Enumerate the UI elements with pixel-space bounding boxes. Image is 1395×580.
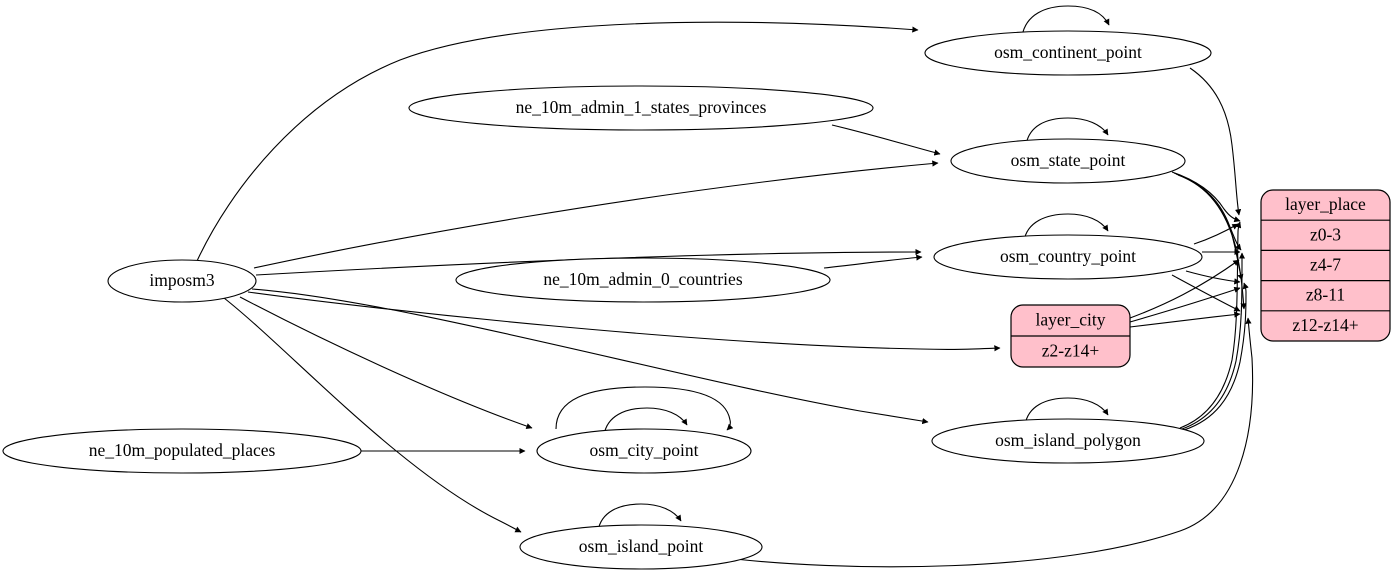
record-row-layer_place_z4[interactable]: z4-7 xyxy=(1310,255,1341,275)
edge-osm_continent_point-self-loop xyxy=(1021,5,1110,37)
node-label-osm_island_polygon: osm_island_polygon xyxy=(995,430,1141,450)
record-layer_place[interactable]: layer_place z0-3 z4-7 z8-11 z12-z14+ xyxy=(1260,189,1391,342)
edge-imposm3-to-osm_state_point xyxy=(253,160,939,269)
edge-imposm3-to-osm_island_point xyxy=(223,297,522,533)
node-label-osm_country_point: osm_country_point xyxy=(1000,246,1136,266)
node-osm_island_point[interactable]: osm_island_point xyxy=(519,524,763,570)
node-label-osm_state_point: osm_state_point xyxy=(1011,150,1126,170)
edge-osm_country_point-self-loop xyxy=(1023,213,1109,242)
record-layer_city[interactable]: layer_city z2-z14+ xyxy=(1010,304,1131,368)
node-shape-imposm3 xyxy=(107,259,257,303)
edge-osm_island_polygon-self-loop xyxy=(1024,397,1109,426)
node-osm_continent_point[interactable]: osm_continent_point xyxy=(924,30,1212,76)
node-shape-osm_continent_point xyxy=(924,30,1212,76)
node-shape-ne_countries xyxy=(455,257,831,303)
edge-osm_state_point-self-loop xyxy=(1025,117,1109,146)
node-ne_states[interactable]: ne_10m_admin_1_states_provinces xyxy=(408,85,874,131)
node-shape-osm_island_point xyxy=(519,524,763,570)
records-layer: layer_city z2-z14+ layer_place z0-3 z4-7 z8-1… xyxy=(1010,189,1391,368)
edge-osm_island_polygon-to-layer_place_z0 xyxy=(1179,221,1242,429)
edge-osm_city_point-self-loop xyxy=(555,386,734,431)
edge-layer_city-to-layer_place_z12 xyxy=(1129,311,1241,328)
node-label-imposm3: imposm3 xyxy=(149,270,214,290)
edge-osm_continent_point-to-layer_place_z0 xyxy=(1189,67,1242,216)
edge-osm_island_point-self-loop xyxy=(597,503,682,532)
record-row-layer_place_title[interactable]: layer_place xyxy=(1285,194,1366,214)
edge-imposm3-to-osm_island_polygon xyxy=(251,288,929,425)
node-ne_countries[interactable]: ne_10m_admin_0_countries xyxy=(455,257,831,303)
node-label-osm_island_point: osm_island_point xyxy=(579,536,704,556)
node-shape-osm_country_point xyxy=(933,234,1203,280)
edge-osm_city_point-self-loop xyxy=(603,407,688,436)
node-label-ne_states: ne_10m_admin_1_states_provinces xyxy=(516,97,767,117)
edges-layer xyxy=(196,5,1254,568)
edge-layer_city-to-layer_place_z4 xyxy=(1129,259,1240,319)
node-label-osm_continent_point: osm_continent_point xyxy=(994,42,1142,62)
node-osm_city_point[interactable]: osm_city_point xyxy=(536,428,752,474)
record-row-layer_place_z12[interactable]: z12-z14+ xyxy=(1292,315,1358,335)
node-osm_state_point[interactable]: osm_state_point xyxy=(950,138,1186,184)
record-body-layer_place xyxy=(1260,189,1391,342)
edge-ne_countries-to-osm_country_point xyxy=(823,254,923,269)
edge-osm_island_point-to-layer_place_z12 xyxy=(708,317,1254,568)
node-imposm3[interactable]: imposm3 xyxy=(107,259,257,303)
node-label-osm_city_point: osm_city_point xyxy=(590,440,699,460)
record-row-layer_city_title[interactable]: layer_city xyxy=(1036,310,1106,330)
edge-osm_island_polygon-to-layer_place_z8 xyxy=(1183,282,1249,431)
node-shape-osm_city_point xyxy=(536,428,752,474)
node-shape-ne_states xyxy=(408,85,874,131)
edge-imposm3-to-layer_city xyxy=(247,291,1001,352)
node-shape-ne_places xyxy=(2,428,362,474)
node-label-ne_places: ne_10m_populated_places xyxy=(89,440,276,460)
nodes-layer: imposm3 ne_10m_admin_1_states_provincesne… xyxy=(2,30,1212,570)
node-label-ne_countries: ne_10m_admin_0_countries xyxy=(543,269,742,289)
node-osm_island_polygon[interactable]: osm_island_polygon xyxy=(931,418,1205,464)
node-shape-osm_state_point xyxy=(950,138,1186,184)
node-ne_places[interactable]: ne_10m_populated_places xyxy=(2,428,362,474)
node-osm_country_point[interactable]: osm_country_point xyxy=(933,234,1203,280)
edge-imposm3-to-osm_city_point xyxy=(239,296,533,430)
edge-osm_island_polygon-to-layer_place_z4 xyxy=(1181,252,1246,430)
record-row-layer_place_z0[interactable]: z0-3 xyxy=(1310,224,1341,244)
edge-osm_state_point-to-layer_place_z12 xyxy=(1177,174,1247,310)
edge-osm_country_point-to-layer_place_z0 xyxy=(1193,223,1239,245)
edge-imposm3-to-osm_continent_point xyxy=(196,21,919,262)
edge-ne_states-to-osm_state_point xyxy=(831,124,941,156)
edge-osm_state_point-to-layer_place_z0 xyxy=(1171,171,1241,223)
node-shape-osm_island_polygon xyxy=(931,418,1205,464)
record-row-layer_city_z2[interactable]: z2-z14+ xyxy=(1042,341,1100,361)
edge-osm_country_point-to-layer_place_z12 xyxy=(1171,274,1241,312)
record-row-layer_place_z8[interactable]: z8-11 xyxy=(1306,285,1345,305)
edge-layer_city-to-layer_place_z8 xyxy=(1129,286,1241,323)
edge-osm_country_point-to-layer_place_z8 xyxy=(1185,270,1241,285)
